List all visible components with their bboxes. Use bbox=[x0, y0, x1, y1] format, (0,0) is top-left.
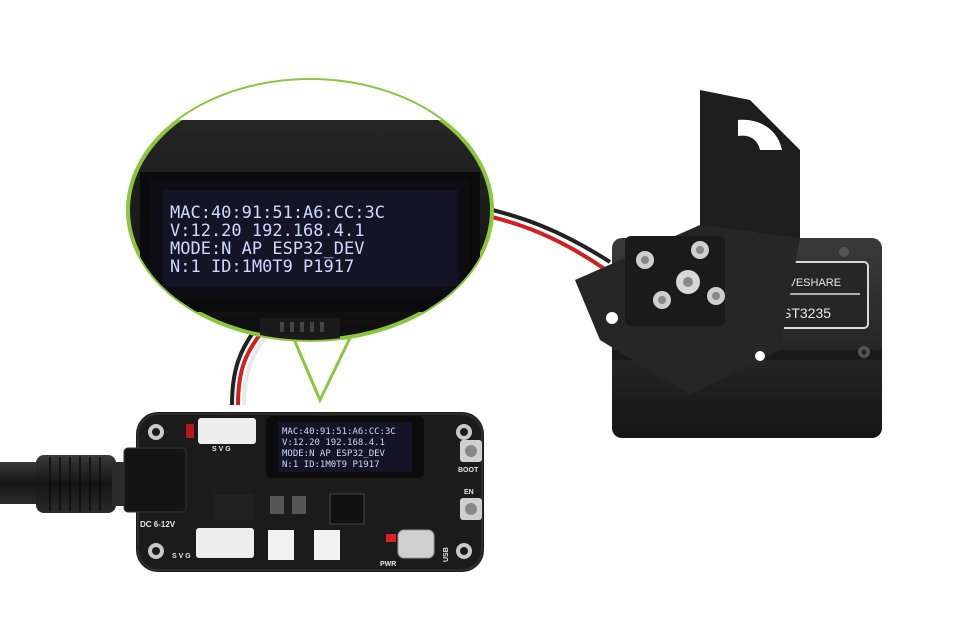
rgb-led-1 bbox=[268, 530, 294, 560]
oled-large-line-4: N:1 ID:1M0T9 P1917 bbox=[170, 257, 354, 277]
oled-text-small: MAC:40:91:51:A6:CC:3C V:12.20 192.168.4.… bbox=[282, 427, 396, 470]
oled-large-line-3: MODE:N AP ESP32_DEV bbox=[170, 239, 364, 259]
oled-screen-large bbox=[162, 190, 458, 286]
usb-c-port[interactable] bbox=[397, 529, 435, 559]
oled-small-line-3: MODE:N AP ESP32_DEV bbox=[282, 449, 386, 459]
dc-voltage-label: DC 6-12V bbox=[140, 520, 176, 529]
servo-motor: WAVESHARE ST3235 bbox=[575, 90, 882, 438]
mounting-holes bbox=[148, 424, 472, 559]
oled-small-line-1: MAC:40:91:51:A6:CC:3C bbox=[282, 427, 396, 437]
boot-button-label: BOOT bbox=[458, 467, 479, 474]
pwr-label: PWR bbox=[380, 561, 396, 568]
en-button-label: EN bbox=[464, 489, 474, 496]
driver-board: S V G S V G DC 6-12V BOOT EN PWR USB MAC… bbox=[123, 412, 484, 572]
dc-jack bbox=[123, 447, 187, 513]
oled-small-line-4: N:1 ID:1M0T9 P1917 bbox=[282, 460, 380, 470]
oled-large-line-1: MAC:40:91:51:A6:CC:3C bbox=[170, 203, 385, 223]
oled-screen-small bbox=[278, 422, 412, 472]
rgb-led-2 bbox=[314, 530, 340, 560]
header-bottom-pin-label: S V G bbox=[172, 553, 191, 560]
servo-header-top[interactable] bbox=[198, 418, 256, 444]
oled-zoom-callout: MAC:40:91:51:A6:CC:3C V:12.20 192.168.4.… bbox=[126, 78, 494, 404]
servo-model: ST3235 bbox=[782, 305, 831, 321]
servo-header-bottom[interactable] bbox=[196, 528, 254, 558]
usb-label: USB bbox=[443, 547, 450, 562]
servo-screws bbox=[839, 247, 870, 358]
horn-screws bbox=[636, 241, 725, 309]
oled-small-line-2: V:12.20 192.168.4.1 bbox=[282, 438, 385, 448]
oled-text-large: MAC:40:91:51:A6:CC:3C V:12.20 192.168.4.… bbox=[170, 203, 385, 277]
mcu-chip bbox=[329, 493, 365, 525]
oled-large-line-2: V:12.20 192.168.4.1 bbox=[170, 221, 364, 241]
header-top-pin-label: S V G bbox=[212, 446, 231, 453]
inductor bbox=[214, 494, 254, 520]
dc-power-cable bbox=[0, 455, 138, 513]
